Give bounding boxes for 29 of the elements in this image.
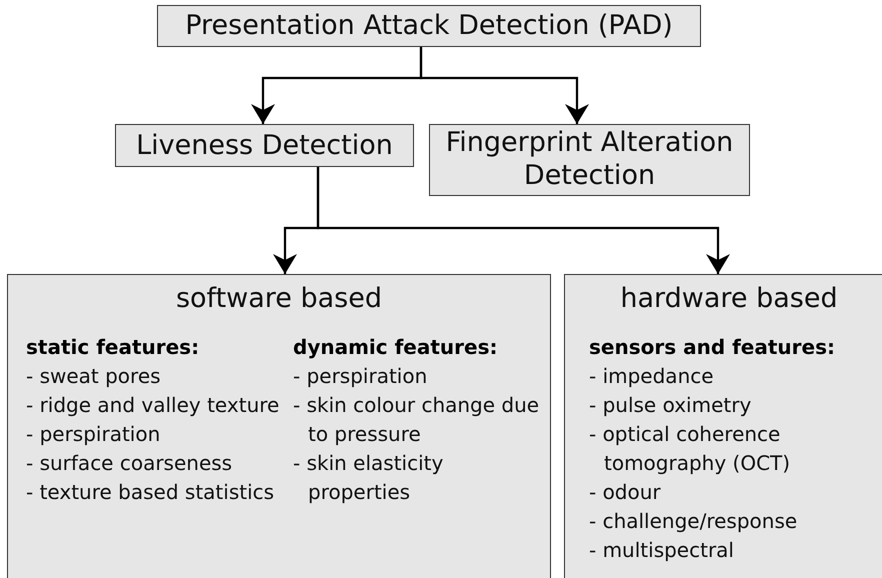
list-item: - multispectral <box>589 537 735 564</box>
list-item: - skin colour change due to pressure <box>293 392 540 448</box>
list-item: - odour <box>589 479 662 506</box>
category-panel <box>564 274 882 578</box>
list-item: - ridge and valley texture <box>26 392 280 419</box>
process-box <box>115 124 414 167</box>
box-label: Presentation Attack Detection (PAD) <box>184 9 674 42</box>
connector-arrow <box>420 47 589 124</box>
panel-title: hardware based <box>619 282 839 315</box>
list-item: - challenge/response <box>589 508 798 535</box>
category-panel <box>7 274 551 578</box>
connector-arrow <box>316 167 730 274</box>
list-item: - impedance <box>589 363 715 390</box>
list-item: - texture based statistics <box>26 479 276 506</box>
list-heading: dynamic features: <box>293 334 498 361</box>
list-item: - skin elasticity properties <box>293 450 444 506</box>
list-item: - surface coarseness <box>26 450 234 477</box>
list-heading: static features: <box>26 334 200 361</box>
process-box <box>157 5 701 47</box>
list-item: - optical coherence tomography (OCT) <box>589 421 792 477</box>
process-box <box>429 124 750 196</box>
list-item: - perspiration <box>293 363 428 390</box>
list-item: - pulse oximetry <box>589 392 752 419</box>
list-heading: sensors and features: <box>589 334 835 361</box>
box-label: Liveness Detection <box>135 129 394 162</box>
list-item: - perspiration <box>26 421 162 448</box>
list-item: - sweat pores <box>26 363 162 390</box>
box-label: Fingerprint Alteration Detection <box>444 126 734 192</box>
panel-title: software based <box>174 282 384 315</box>
